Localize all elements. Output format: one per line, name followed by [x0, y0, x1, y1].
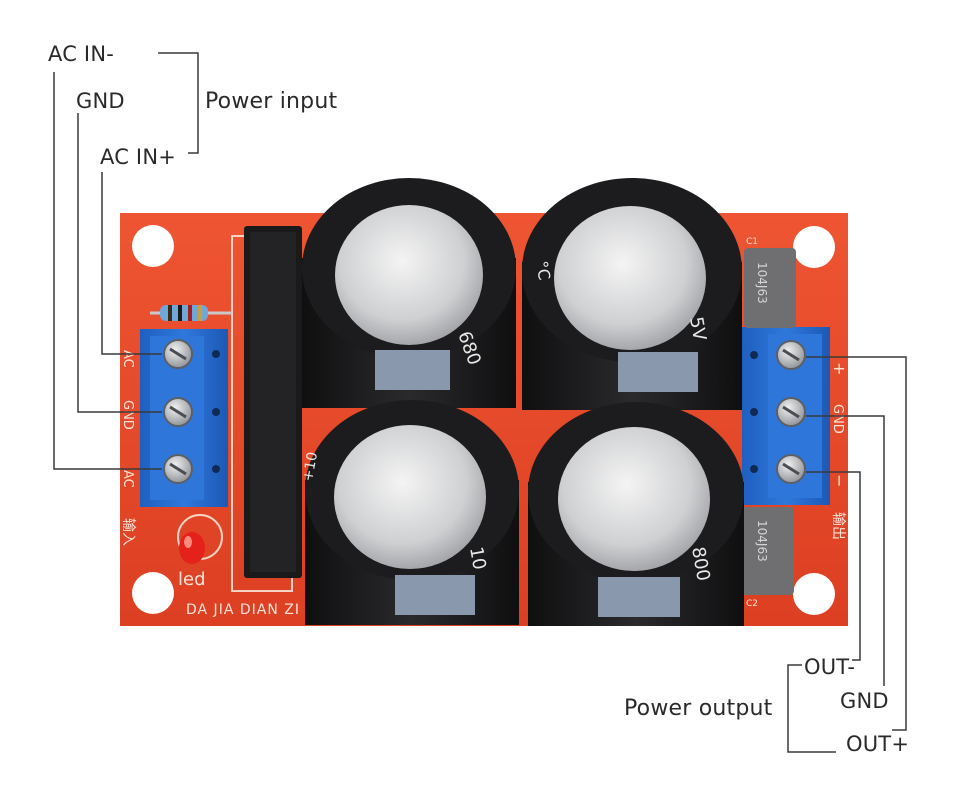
capacitor-bottom-left	[305, 400, 519, 625]
power-input-label: Power input	[205, 89, 338, 114]
left-side-text: 输入	[120, 518, 136, 546]
film-cap-c1-mark: 104J63	[755, 262, 769, 304]
gnd-out-leader	[806, 415, 885, 686]
left-terminal-mark-1: AC	[120, 350, 135, 368]
out-plus-label: OUT+	[846, 732, 910, 756]
mounting-hole	[132, 572, 174, 614]
ac-in-plus-leader	[101, 172, 162, 355]
film-capacitor-c1	[744, 248, 796, 328]
film-cap-c2-id: C2	[746, 599, 758, 609]
out-plus-leader	[806, 356, 907, 731]
film-cap-c2-mark: 104J63	[755, 520, 769, 562]
film-capacitor-c2	[742, 507, 794, 595]
mounting-hole	[793, 573, 835, 615]
gnd-out-label: GND	[840, 689, 889, 713]
right-side-text: 输出	[830, 512, 846, 540]
capacitor-top-right	[522, 178, 742, 410]
out-minus-label: OUT-	[804, 655, 856, 679]
right-terminal-mark-2: GND	[830, 404, 845, 434]
led-label: led	[178, 569, 206, 590]
ac-in-minus-leader	[53, 72, 162, 470]
out-minus-leader	[806, 471, 861, 661]
resistor	[150, 305, 232, 321]
capacitor-bottom-right	[528, 402, 744, 626]
power-output-label: Power output	[624, 696, 773, 721]
film-cap-c1-id: C1	[746, 237, 758, 247]
capacitor-mark-4: +10	[300, 451, 321, 483]
mounting-hole	[132, 225, 174, 267]
gnd-in-leader	[77, 113, 162, 413]
power-input-bracket	[158, 52, 199, 154]
input-terminal-block	[140, 329, 228, 507]
silkscreen-brand: DA JIA DIAN ZI	[186, 602, 300, 618]
capacitor-mark-5: 10	[465, 545, 490, 571]
led	[177, 514, 223, 564]
right-terminal-mark-1: +	[830, 362, 849, 375]
power-output-bracket	[787, 664, 836, 753]
mounting-hole	[793, 226, 835, 268]
right-terminal-mark-3: −	[830, 474, 849, 487]
capacitor-mark-3: 5V	[685, 315, 710, 343]
bridge-rectifier	[244, 226, 302, 578]
ac-in-plus-label: AC IN+	[100, 145, 177, 169]
capacitor-mark-2: °C	[532, 259, 554, 281]
callout-lines	[53, 52, 907, 753]
ac-in-minus-label: AC IN-	[48, 42, 115, 66]
left-terminal-mark-3: AC	[120, 470, 135, 488]
left-terminal-mark-2: GND	[120, 400, 135, 430]
gnd-in-label: GND	[76, 89, 125, 113]
capacitor-top-left	[302, 178, 516, 408]
